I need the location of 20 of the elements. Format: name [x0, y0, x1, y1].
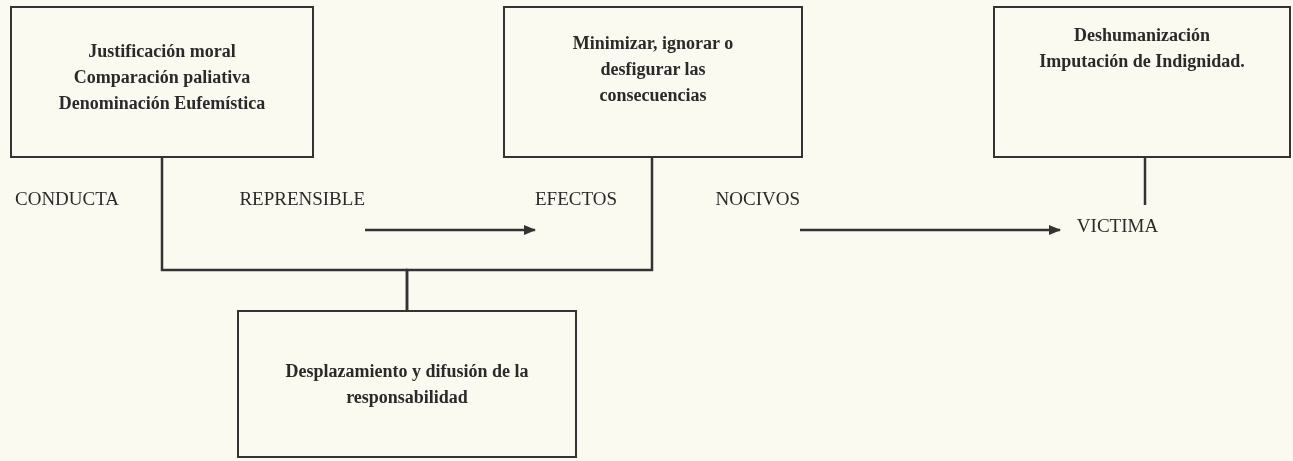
- flow-label: EFECTOS: [535, 188, 617, 211]
- flow-label: REPRENSIBLE: [239, 188, 365, 211]
- arrow: [365, 225, 536, 235]
- text-box: [237, 310, 577, 458]
- text-box: [503, 6, 803, 158]
- box-text: Denominación Eufemística: [58, 92, 266, 116]
- box-text: Justificación moral: [88, 40, 236, 63]
- text-box: [10, 6, 314, 158]
- flow-label: NOCIVOS: [715, 188, 800, 211]
- text-box: [993, 6, 1291, 158]
- flow-label: VICTIMA: [1076, 215, 1159, 238]
- box-text: Desplazamiento y difusión de la responsabilidad: [284, 359, 530, 409]
- connector-line: [405, 158, 654, 310]
- box-text: Minimizar, ignorar o desfigurar las consecuencias: [571, 32, 735, 108]
- connector-line: [1143, 158, 1147, 205]
- box-text: Comparación paliativa: [73, 66, 251, 90]
- flow-label: CONDUCTA: [15, 188, 120, 211]
- box-text: Imputación de Indignidad.: [1039, 50, 1245, 74]
- arrow: [800, 225, 1061, 235]
- box-text: Deshumanización: [1074, 24, 1210, 47]
